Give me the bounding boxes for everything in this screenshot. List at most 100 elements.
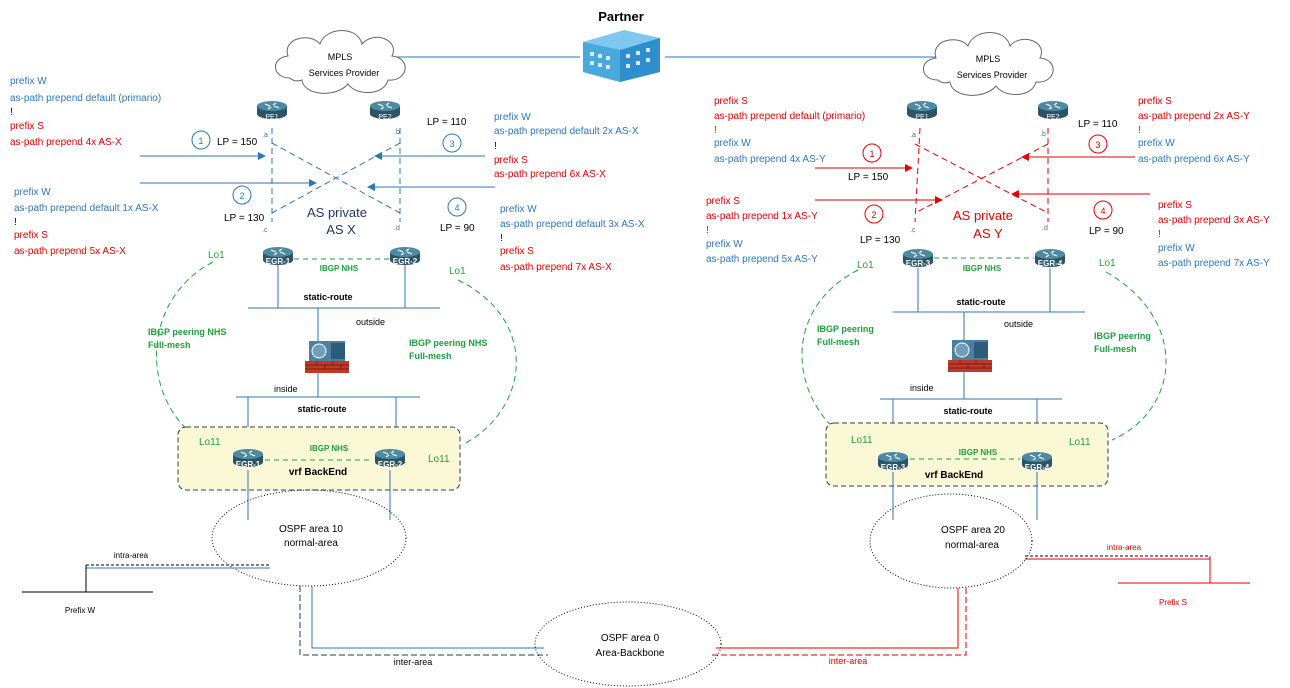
port-d: .d	[394, 225, 400, 232]
static-route-label-top: static-route	[956, 297, 1005, 307]
annotation-3: prefix W as-path prepend default 2x AS-X…	[494, 112, 639, 180]
lo1-label-right: Lo1	[449, 266, 466, 277]
step-4-badge: 4	[447, 197, 467, 217]
svg-text:prefix S: prefix S	[10, 121, 44, 132]
svg-text:!: !	[1158, 229, 1161, 240]
svg-text:prefix S: prefix S	[1158, 200, 1192, 211]
svg-text:4: 4	[454, 203, 459, 213]
lo1-label-left: Lo1	[857, 260, 874, 271]
lp-130: LP = 130	[860, 235, 901, 246]
ibgp-peering-arc-right	[1105, 271, 1167, 441]
intra-area-label: intra-area	[114, 551, 149, 560]
prefix-s-label: Prefix S	[1159, 598, 1187, 607]
partner: Partner	[583, 9, 660, 82]
step-3-badge: 3	[1088, 134, 1108, 154]
svg-text:as-path prepend 7x AS-Y: as-path prepend 7x AS-Y	[1158, 258, 1270, 269]
svg-text:prefix S: prefix S	[494, 155, 528, 166]
svg-text:as-path prepend 4x AS-X: as-path prepend 4x AS-X	[10, 137, 122, 148]
lp-150: LP = 150	[848, 172, 889, 183]
step-4-badge: 4	[1093, 200, 1113, 220]
as-name: AS Y	[973, 226, 1003, 241]
svg-text:3: 3	[449, 139, 454, 149]
svg-text:prefix W: prefix W	[714, 138, 751, 149]
ibgp-nhs-label: IBGP NHS	[963, 264, 1002, 273]
svg-text:3: 3	[1095, 140, 1100, 150]
vrf-label: vrf BackEnd	[925, 470, 983, 481]
lp-150: LP = 150	[217, 137, 258, 148]
svg-text:as-path prepend 7x AS-X: as-path prepend 7x AS-X	[500, 262, 612, 273]
egr2-vrf-label: EGR-2	[378, 460, 403, 469]
peering-label-right-2: Full-mesh	[1094, 344, 1137, 354]
inter-area-label: inter-area	[829, 656, 868, 666]
ibgp-nhs-vrf-label: IBGP NHS	[959, 448, 998, 457]
building-icon	[583, 30, 660, 82]
lp-130: LP = 130	[224, 213, 265, 224]
static-route-label-bottom: static-route	[297, 404, 346, 414]
svg-text:as-path prepend 5x AS-Y: as-path prepend 5x AS-Y	[706, 254, 818, 265]
egr3-vrf-label: EGR-3	[881, 463, 906, 472]
peering-label-left-2: Full-mesh	[817, 337, 860, 347]
as-title: AS private	[953, 208, 1013, 223]
svg-text:prefix W: prefix W	[494, 112, 531, 123]
ibgp-peering-arc-left	[156, 261, 214, 441]
mpls-cloud-left: MPLS Services Provider	[274, 30, 406, 94]
lo1-label-right: Lo1	[1099, 258, 1116, 269]
port-b: .b	[394, 129, 400, 136]
as-title: AS private	[307, 205, 367, 220]
svg-text:2: 2	[871, 210, 876, 220]
svg-text:as-path prepend 3x AS-Y: as-path prepend 3x AS-Y	[1158, 215, 1270, 226]
svg-text:as-path prepend 5x AS-X: as-path prepend 5x AS-X	[14, 246, 126, 257]
svg-text:prefix S: prefix S	[1138, 96, 1172, 107]
step-2-badge: 2	[864, 204, 884, 224]
svg-text:as-path prepend 6x AS-Y: as-path prepend 6x AS-Y	[1138, 154, 1250, 165]
port-b: .b	[1040, 131, 1046, 138]
ospf-area-20	[869, 493, 1033, 589]
inter-area-path-blue	[311, 586, 544, 649]
svg-text:1: 1	[869, 149, 874, 159]
as-name: AS X	[326, 222, 356, 237]
annotation-4: prefix W as-path prepend default 3x AS-X…	[500, 204, 645, 273]
vrf-label: vrf BackEnd	[289, 467, 347, 478]
pe2-label: PE2	[1046, 114, 1059, 121]
port-d: .d	[1042, 225, 1048, 232]
ibgp-nhs-vrf-label: IBGP NHS	[310, 444, 349, 453]
svg-text:as-path prepend default 1x AS-: as-path prepend default 1x AS-X	[14, 203, 159, 214]
svg-text:as-path prepend default 2x AS-: as-path prepend default 2x AS-X	[494, 126, 639, 137]
annotation-4: prefix S as-path prepend 3x AS-Y ! prefi…	[1158, 200, 1270, 269]
ospf-area-type: normal-area	[945, 540, 999, 551]
left-site: PE1 PE2 .a .b .c .d LP = 150 LP = 130 LP…	[10, 76, 645, 667]
svg-text:!: !	[494, 141, 497, 152]
svg-text:prefix W: prefix W	[1138, 138, 1175, 149]
lo11-label-left: Lo11	[199, 437, 221, 448]
peering-label-left: IBGP peering NHS	[148, 327, 226, 337]
svg-text:prefix W: prefix W	[706, 239, 743, 250]
cloud-subtitle: Services Provider	[309, 68, 380, 78]
svg-text:4: 4	[1100, 206, 1105, 216]
annotation-1: prefix S as-path prepend default (primar…	[714, 96, 865, 165]
route-arrows	[140, 152, 495, 191]
egr2-label: EGR-2	[393, 257, 418, 266]
svg-text:as-path prepend 4x AS-Y: as-path prepend 4x AS-Y	[714, 154, 826, 165]
svg-text:prefix W: prefix W	[500, 204, 537, 215]
lo11-label-left: Lo11	[851, 435, 873, 446]
pe1-label: PE1	[915, 114, 928, 121]
lo11-label-right: Lo11	[1069, 437, 1091, 448]
ospf-area-label: OSPF area 10	[279, 524, 343, 535]
lp-110: LP = 110	[1078, 119, 1118, 130]
svg-text:prefix W: prefix W	[10, 76, 47, 87]
svg-text:prefix S: prefix S	[714, 96, 748, 107]
ibgp-nhs-label: IBGP NHS	[320, 264, 359, 273]
svg-text:1: 1	[198, 136, 203, 146]
outside-label: outside	[356, 317, 385, 327]
egr4-label: EGR-4	[1038, 259, 1063, 268]
peering-label-right: IBGP peering NHS	[409, 338, 487, 348]
svg-text:!: !	[10, 107, 13, 118]
svg-text:as-path prepend 2x AS-Y: as-path prepend 2x AS-Y	[1138, 111, 1250, 122]
right-site: PE1 PE2 .a .b .c .d LP = 150 LP = 130 LP…	[706, 96, 1270, 666]
lo11-label-right: Lo11	[428, 454, 450, 465]
svg-text:!: !	[500, 233, 503, 244]
inside-label: inside	[910, 383, 934, 393]
step-1-badge: 1	[862, 143, 882, 163]
inter-area-path	[712, 588, 967, 656]
peering-label-right: IBGP peering	[1094, 331, 1151, 341]
